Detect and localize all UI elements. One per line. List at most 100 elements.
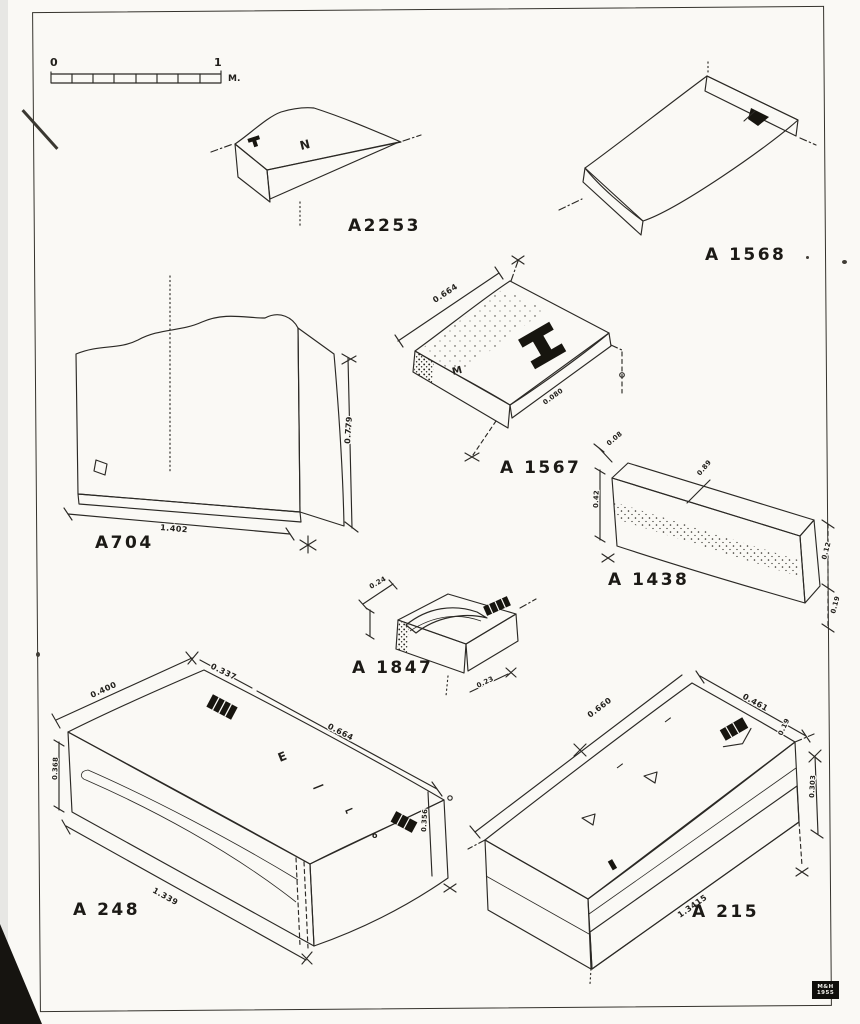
a1847-end-face: [465, 613, 519, 672]
dimension-a1438-top: 0.89: [695, 458, 713, 477]
a215-end-face: [484, 839, 592, 970]
dimension-a1438-corner: 0.08: [605, 430, 624, 448]
scan-speck: [842, 260, 847, 264]
dimension-a704-right: 0.779: [343, 416, 354, 444]
photographer-stamp: M&H 1955: [812, 981, 839, 999]
a1567-top-stipple: [421, 289, 545, 374]
figure-a1438: 0.42 0.08 0.89 0.12 0.19: [591, 418, 843, 657]
a1438-label: A 1438: [608, 570, 690, 590]
a248-label: A 248: [73, 900, 141, 920]
mason-mark: —: [614, 760, 626, 772]
figure-a1847: 0.24 0.23: [358, 568, 553, 707]
a1847-channel: [405, 607, 488, 634]
clamp-cutting-icon: [518, 321, 567, 370]
dimension-a215-top-right: 0.461: [741, 692, 770, 713]
a2253-drawing: Ν: [210, 107, 422, 227]
a215-pry-hole: [607, 859, 618, 871]
a2253-top-face: [234, 107, 402, 171]
a215-label: A 215: [692, 902, 760, 922]
clamp-cutting-icon: [390, 811, 418, 833]
a704-side-face: [297, 327, 345, 527]
mason-mark: Μ: [451, 365, 463, 378]
a248-topleft-dim-line: [55, 657, 193, 721]
a1438-drawing: 0.42 0.08 0.89 0.12 0.19: [591, 429, 843, 633]
a2253-label: A2253: [348, 216, 421, 236]
a1567-drawing: Μ 0.664 0.080: [394, 255, 625, 462]
a1567-front-face: [412, 350, 511, 429]
dimension-a248-bottom: 1.339: [151, 886, 180, 907]
paper-sheet: [8, 0, 860, 1024]
mason-mark: o: [372, 831, 378, 840]
a704-bottom-dim-line: [67, 513, 291, 535]
a704-drawing: 1.402 0.779: [63, 275, 359, 554]
a704-socket: [93, 459, 108, 476]
a1567-front-stipple: [414, 352, 434, 383]
a248-panel: [80, 769, 299, 903]
a2253-end-face: [234, 143, 271, 203]
dimension-a1567-top: 0.664: [431, 282, 459, 305]
mason-mark-triangle: [643, 771, 658, 784]
a704-bottom-band: [77, 493, 302, 523]
mason-mark: Ε: [276, 749, 289, 765]
a1568-top-face: [584, 75, 799, 222]
a1438-front-face: [611, 477, 806, 604]
a1847-front-stipple: [397, 621, 409, 653]
clamp-cutting-icon: [483, 596, 511, 616]
clamp-cutting-icon: [247, 135, 261, 148]
figure-a704: 1.402 0.779: [60, 262, 360, 566]
a1568-edge-face: [704, 75, 799, 137]
a1438-front-band: [614, 502, 800, 577]
scale-zero-label: 0: [50, 56, 58, 69]
dimension-a215-right: 0.303: [808, 775, 817, 798]
figure-a215: — — 0.660 0.461 0.19 0.303 1.3415: [462, 670, 857, 985]
a215-topright-dim-line: [699, 675, 807, 737]
a215-topleft-dim-line: [474, 674, 683, 833]
dimension-a248-top-mid: 0.337: [209, 662, 238, 682]
a215-drawing: — — 0.660 0.461 0.19 0.303 1.3415: [467, 670, 824, 985]
a1568-drawing: [558, 61, 817, 236]
a248-drawing: Ε — ⌐ o 0.400 0.337 0.664 0.368 1.339 0.…: [50, 651, 457, 965]
figure-a2253: Ν: [205, 98, 425, 242]
a1847-front-face: [395, 619, 467, 674]
scale-bar: 0 1 M.: [48, 56, 248, 92]
a1847-label: A 1847: [352, 658, 434, 678]
a1568-label: A 1568: [705, 245, 787, 265]
scale-one-label: 1: [214, 56, 222, 69]
scale-unit-label: M.: [228, 74, 241, 84]
a1567-label: A 1567: [500, 458, 582, 478]
a215-front-face: [587, 741, 800, 970]
stamp-line2: 1955: [816, 990, 835, 996]
a704-corner-star: [299, 535, 317, 554]
a704-front-face: [75, 314, 301, 513]
a1568-front-face: [582, 167, 644, 236]
dimension-a248-right: 0.356: [420, 809, 429, 832]
figure-a1567: Μ 0.664 0.080: [393, 253, 628, 492]
a1438-end-face: [799, 519, 821, 604]
mason-mark: —: [310, 777, 326, 794]
figure-a248: Ε — ⌐ o 0.400 0.337 0.664 0.368 1.339 0.…: [50, 650, 457, 969]
mason-mark-triangle: [581, 813, 596, 826]
figure-a1568: [555, 58, 820, 262]
dimension-a1567-edge: 0.080: [541, 387, 564, 407]
clamp-cutting-icon: [206, 694, 238, 720]
scan-speck: [36, 652, 40, 657]
clamp-cutting-icon: [719, 717, 752, 748]
dimension-a1438-left: 0.42: [592, 490, 601, 508]
dimension-a215-top-left: 0.660: [586, 696, 614, 720]
a248-end-face: [309, 799, 449, 947]
dimension-a1847-top: 0.24: [368, 575, 388, 591]
dimension-a1438-right-upper: 0.12: [820, 541, 832, 560]
dimension-a248-left: 0.368: [51, 757, 60, 780]
mason-mark: Ν: [298, 137, 311, 153]
clamp-cutting-icon: [743, 108, 769, 126]
scale-bar-drawing: [50, 70, 222, 84]
a248-bottom-dim-line: [65, 825, 307, 961]
a704-right-dim-line: [347, 357, 353, 529]
dimension-a704-bottom: 1.402: [160, 523, 188, 534]
scan-speck: [806, 256, 809, 259]
a215-front-band: [589, 785, 800, 970]
mason-mark: ⌐: [342, 802, 357, 819]
dimension-a248-top-left: 0.400: [89, 680, 118, 700]
a1847-drawing: 0.24 0.23: [358, 574, 537, 697]
